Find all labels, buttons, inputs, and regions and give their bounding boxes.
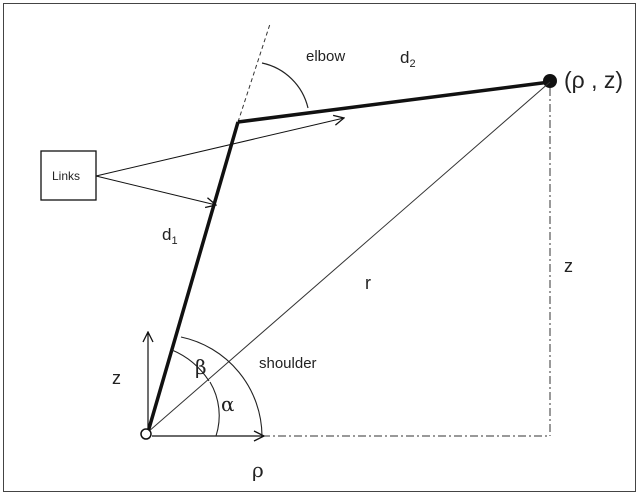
beta-arc bbox=[171, 349, 210, 382]
d1-base: d bbox=[162, 225, 171, 244]
d1-extension-dashed bbox=[237, 23, 271, 123]
z-right-label: z bbox=[564, 256, 573, 276]
shoulder-origin-circle bbox=[140, 428, 152, 440]
r-line bbox=[147, 81, 551, 433]
alpha-label: α bbox=[221, 392, 235, 416]
d2-label: d2 bbox=[400, 48, 416, 70]
elbow-angle-arc bbox=[261, 62, 309, 109]
alpha-arc bbox=[209, 381, 220, 437]
links-arrow-to-d1 bbox=[95, 175, 216, 205]
links-arrow-to-d2 bbox=[95, 118, 344, 177]
link-d2 bbox=[237, 80, 551, 124]
shoulder-label: shoulder bbox=[259, 355, 317, 372]
d1-label: d1 bbox=[162, 225, 178, 247]
links-callout-box bbox=[40, 150, 97, 201]
links-label: Links bbox=[52, 169, 80, 183]
r-label: r bbox=[365, 273, 371, 293]
z-left-label: z bbox=[112, 368, 121, 388]
d2-base: d bbox=[400, 48, 409, 67]
endpoint-label: (ρ , z) bbox=[564, 67, 623, 93]
rho-label: ρ bbox=[252, 458, 264, 482]
beta-label: β bbox=[195, 355, 207, 379]
outer-frame bbox=[3, 3, 636, 492]
elbow-label: elbow bbox=[306, 48, 345, 65]
d1-subscript: 1 bbox=[171, 235, 177, 247]
d2-subscript: 2 bbox=[409, 58, 415, 70]
link-d1 bbox=[146, 121, 240, 433]
shoulder-outer-arc bbox=[180, 336, 263, 437]
